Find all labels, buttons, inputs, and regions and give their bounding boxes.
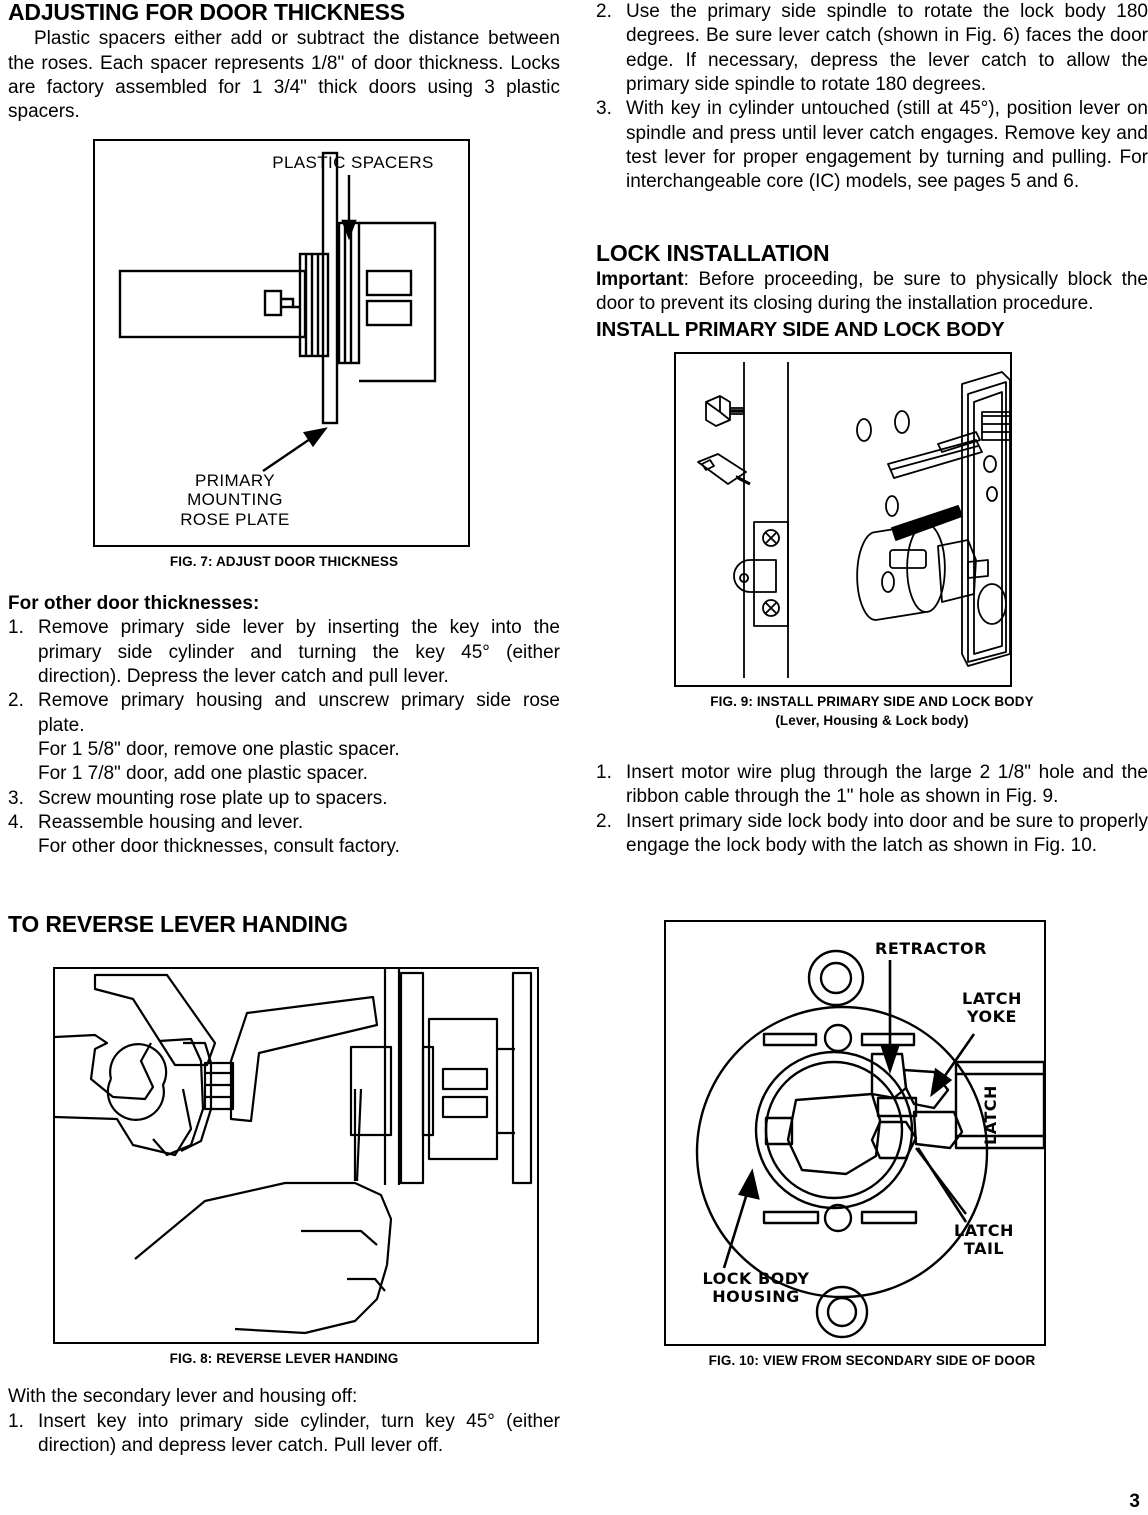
list-item: 3. Screw mounting rose plate up to space…: [8, 787, 560, 811]
figure-7-drawing: [118, 151, 437, 472]
page-title: ADJUSTING FOR DOOR THICKNESS: [8, 0, 405, 25]
list-item: 2. Remove primary housing and unscrew pr…: [8, 689, 560, 786]
list-item: 4. Reassemble housing and lever. For oth…: [8, 811, 560, 860]
important-note: Important: Before proceeding, be sure to…: [596, 268, 1148, 317]
list-item-text: Insert key into primary side cylinder, t…: [38, 1410, 560, 1456]
list-item-number: 3.: [8, 787, 24, 809]
list-item-text: Insert motor wire plug through the large…: [626, 762, 1148, 808]
figure-10-label-retractor: RETRACTOR: [875, 939, 987, 959]
lock-installation-heading: LOCK INSTALLATION: [596, 239, 830, 266]
list-item-number: 2.: [596, 810, 612, 832]
figure-10-caption: FIG. 10: VIEW FROM SECONDARY SIDE OF DOO…: [708, 1353, 1036, 1369]
figure-9-drawing: [697, 361, 1010, 678]
figure-10-drawing: [695, 950, 1044, 1339]
figure-10-label-latch-yoke: LATCH YOKE: [962, 989, 1022, 1026]
other-thicknesses-list: 1. Remove primary side lever by insertin…: [8, 616, 560, 859]
figure-7-label-rose-plate: PRIMARY MOUNTING ROSE PLATE: [180, 470, 290, 529]
list-item-subtext: For 1 5/8" door, remove one plastic spac…: [38, 738, 400, 760]
list-item-text: Insert primary side lock body into door …: [626, 810, 1148, 857]
list-item: 1. Insert motor wire plug through the la…: [596, 761, 1148, 810]
list-item-number: 2.: [596, 1, 612, 22]
figure-10-label-lock-body-housing: LOCK BODY HOUSING: [702, 1269, 810, 1306]
list-item-text: Screw mounting rose plate up to spacers.: [38, 787, 388, 809]
figure-8-drawing: [55, 968, 533, 1334]
right-column: 2. Use the primary side spindle to rotat…: [596, 0, 1148, 1370]
list-item-text: Remove primary side lever by inserting t…: [38, 617, 560, 688]
reverse-lever-handing-heading: TO REVERSE LEVER HANDING: [8, 910, 348, 937]
figure-7-label-plastic-spacers: PLASTIC SPACERS: [272, 152, 434, 172]
left-column: ADJUSTING FOR DOOR THICKNESS Plastic spa…: [8, 0, 560, 1458]
list-item: 1. Insert key into primary side cylinder…: [8, 1410, 560, 1459]
important-text: : Before proceeding, be sure to physical…: [596, 268, 1148, 315]
list-item: 3. With key in cylinder untouched (still…: [596, 97, 1148, 194]
list-item-number: 1.: [596, 762, 612, 784]
reverse-intro: With the secondary lever and housing off…: [8, 1386, 358, 1408]
figure-10-label-latch-tail: LATCH TAIL: [954, 1221, 1014, 1258]
figure-9-caption-line1: FIG. 9: INSTALL PRIMARY SIDE AND LOCK BO…: [710, 693, 1034, 709]
figure-8-caption: FIG. 8: REVERSE LEVER HANDING: [169, 1350, 399, 1366]
list-item: 1. Remove primary side lever by insertin…: [8, 616, 560, 689]
list-item-text: With key in cylinder untouched (still at…: [626, 98, 1148, 193]
list-item-subtext: For 1 7/8" door, add one plastic spacer.: [38, 763, 368, 785]
figure-9-caption-line2: (Lever, Housing & Lock body): [775, 712, 969, 728]
list-item-text: Use the primary side spindle to rotate t…: [626, 1, 1148, 95]
list-item-text: Reassemble housing and lever.: [38, 811, 304, 833]
continued-steps-list: 2. Use the primary side spindle to rotat…: [596, 0, 1148, 195]
list-item-number: 2.: [8, 690, 24, 712]
other-thicknesses-title: For other door thicknesses:: [8, 593, 260, 615]
figure-7-caption: FIG. 7: ADJUST DOOR THICKNESS: [169, 553, 399, 569]
figure-10-box: RETRACTOR LATCH YOKE LATCH LATCH TAIL LO…: [664, 920, 1046, 1347]
list-item-number: 1.: [8, 617, 24, 639]
list-item-text: Remove primary housing and unscrew prima…: [38, 690, 560, 736]
page-number: 3: [1129, 1491, 1140, 1512]
figure-9-box: [674, 351, 1012, 687]
install-primary-heading: INSTALL PRIMARY SIDE AND LOCK BODY: [596, 318, 1005, 342]
list-item-number: 1.: [8, 1410, 24, 1432]
figure-10-label-latch: LATCH: [981, 1085, 1000, 1146]
list-item-subtext: For other door thicknesses, consult fact…: [38, 836, 400, 858]
list-item: 2. Use the primary side spindle to rotat…: [596, 0, 1148, 97]
install-steps-list: 1. Insert motor wire plug through the la…: [596, 761, 1148, 858]
figure-7-box: PLASTIC SPACERS PRIMARY MOUNTING ROSE PL…: [93, 138, 470, 547]
figure-8-box: [53, 966, 539, 1344]
important-label: Important: [596, 268, 684, 290]
list-item-number: 4.: [8, 811, 24, 833]
list-item: 2. Insert primary side lock body into do…: [596, 810, 1148, 859]
reverse-steps-list: 1. Insert key into primary side cylinder…: [8, 1410, 560, 1459]
intro-paragraph: Plastic spacers either add or subtract t…: [8, 28, 560, 123]
list-item-number: 3.: [596, 98, 612, 120]
